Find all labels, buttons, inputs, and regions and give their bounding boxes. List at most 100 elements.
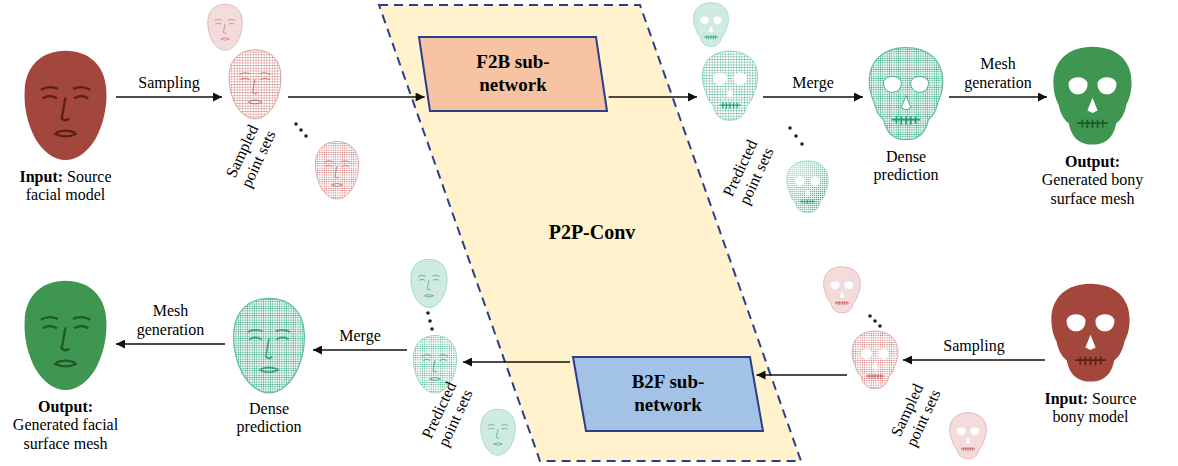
flow-arrow	[609, 96, 697, 98]
point-cloud	[799, 200, 815, 205]
ellipsis-dots	[430, 327, 434, 331]
point-cloud	[719, 103, 741, 109]
image-caption: Output: Generated facial surface mesh	[6, 398, 126, 453]
ellipsis-dots	[294, 122, 308, 138]
edge-label: Mesh generation	[958, 55, 1038, 92]
face-mesh	[41, 317, 90, 366]
skull-mesh	[1053, 47, 1131, 145]
ellipsis-dots	[426, 311, 434, 331]
ellipsis-dots	[868, 314, 872, 318]
ellipsis-dots	[294, 122, 298, 126]
rotated-caption: Predicted point sets	[414, 370, 480, 457]
point-cloud	[957, 427, 980, 444]
flow-arrow	[116, 343, 225, 345]
face-mesh	[25, 281, 107, 390]
point-cloud	[950, 413, 987, 459]
face-mesh	[41, 87, 90, 136]
point-cloud	[787, 161, 828, 213]
point-cloud	[324, 161, 350, 187]
flow-arrow	[757, 374, 848, 376]
rotated-caption: Sampled point sets	[882, 370, 948, 457]
point-cloud	[694, 3, 729, 47]
point-cloud	[950, 413, 987, 459]
point-cloud	[239, 73, 270, 104]
face-mesh	[25, 281, 107, 390]
ellipsis-dots	[788, 126, 792, 130]
flow-arrow	[903, 359, 1045, 361]
point-cloud	[411, 259, 447, 307]
ellipsis-dots	[868, 314, 882, 328]
band-outline	[379, 5, 801, 461]
skull-mesh	[1069, 77, 1117, 113]
point-cloud	[795, 177, 820, 196]
ellipsis-dots	[788, 126, 804, 146]
rotated-caption: Predicted point sets	[715, 128, 781, 215]
face-output-mesh: Output: Generated facial surface mesh	[18, 278, 113, 392]
dense-prediction: Dense prediction	[228, 296, 310, 394]
flow-arrow	[288, 96, 425, 98]
point-cloud	[481, 409, 516, 455]
point-cloud	[208, 4, 243, 50]
point-cloud	[861, 349, 889, 370]
ellipsis-dots	[428, 319, 432, 323]
box-outline	[573, 357, 763, 431]
dense-point-cloud	[883, 76, 928, 110]
sampled-point-sets: Sampled point sets	[850, 330, 900, 390]
image-caption: Dense prediction	[860, 148, 952, 185]
predicted-point-sets: Predicted point sets	[700, 50, 760, 122]
subnetwork-box: F2B sub-network	[418, 36, 608, 112]
skull-mesh	[1051, 284, 1129, 382]
ellipsis-dots	[426, 311, 430, 315]
subnetwork-box: B2F sub-network	[572, 356, 764, 432]
point-cloud	[422, 355, 448, 381]
point-cloud	[702, 51, 757, 120]
image-caption: Output: Generated bony surface mesh	[1033, 153, 1153, 208]
box-label: F2B sub-network	[451, 51, 576, 97]
edge-label: Merge	[325, 327, 395, 345]
dense-prediction: Dense prediction	[866, 46, 946, 142]
point-cloud	[481, 409, 516, 455]
skull-mesh	[1051, 284, 1129, 382]
skull-mesh	[1067, 314, 1115, 350]
flow-arrow	[116, 96, 222, 98]
flow-arrow	[463, 361, 570, 363]
flow-arrow	[313, 349, 407, 351]
ellipsis-dots	[878, 324, 882, 328]
point-cloud	[835, 301, 849, 305]
point-cloud	[831, 281, 854, 298]
point-cloud	[694, 3, 729, 47]
point-cloud	[315, 142, 358, 200]
point-cloud	[824, 267, 861, 313]
point-cloud	[488, 424, 509, 445]
flow-arrow	[763, 96, 863, 98]
edge-label: Merge	[778, 74, 848, 92]
point-cloud	[787, 161, 828, 213]
face-mesh	[25, 51, 107, 160]
skull-mesh	[1077, 120, 1108, 129]
rotated-caption: Sampled point sets	[217, 111, 283, 198]
skull-mesh	[1053, 47, 1131, 145]
edge-label: Sampling	[126, 74, 212, 92]
ellipsis-dots	[299, 128, 303, 132]
point-cloud	[229, 50, 281, 119]
point-cloud	[418, 275, 440, 297]
point-cloud	[700, 16, 721, 32]
point-cloud	[215, 19, 236, 40]
edge-label: Mesh generation	[131, 302, 211, 339]
dense-point-cloud	[248, 330, 291, 372]
point-cloud	[229, 50, 281, 119]
flow-arrow	[949, 96, 1047, 98]
point-cloud	[704, 35, 718, 39]
face-mesh	[25, 51, 107, 160]
dense-point-cloud	[869, 48, 943, 140]
image-caption: Input: Source bony model	[1031, 390, 1151, 427]
box-label: B2F sub-network	[606, 371, 731, 417]
face-input-model: Input: Source facial model	[18, 48, 113, 162]
point-cloud	[852, 331, 898, 389]
point-cloud	[208, 4, 243, 50]
skull-mesh	[1075, 357, 1106, 366]
bony-output-mesh: Output: Generated bony surface mesh	[1050, 45, 1135, 147]
point-cloud	[702, 51, 757, 120]
ellipsis-dots	[800, 142, 804, 146]
edge-label: Sampling	[931, 337, 1017, 355]
